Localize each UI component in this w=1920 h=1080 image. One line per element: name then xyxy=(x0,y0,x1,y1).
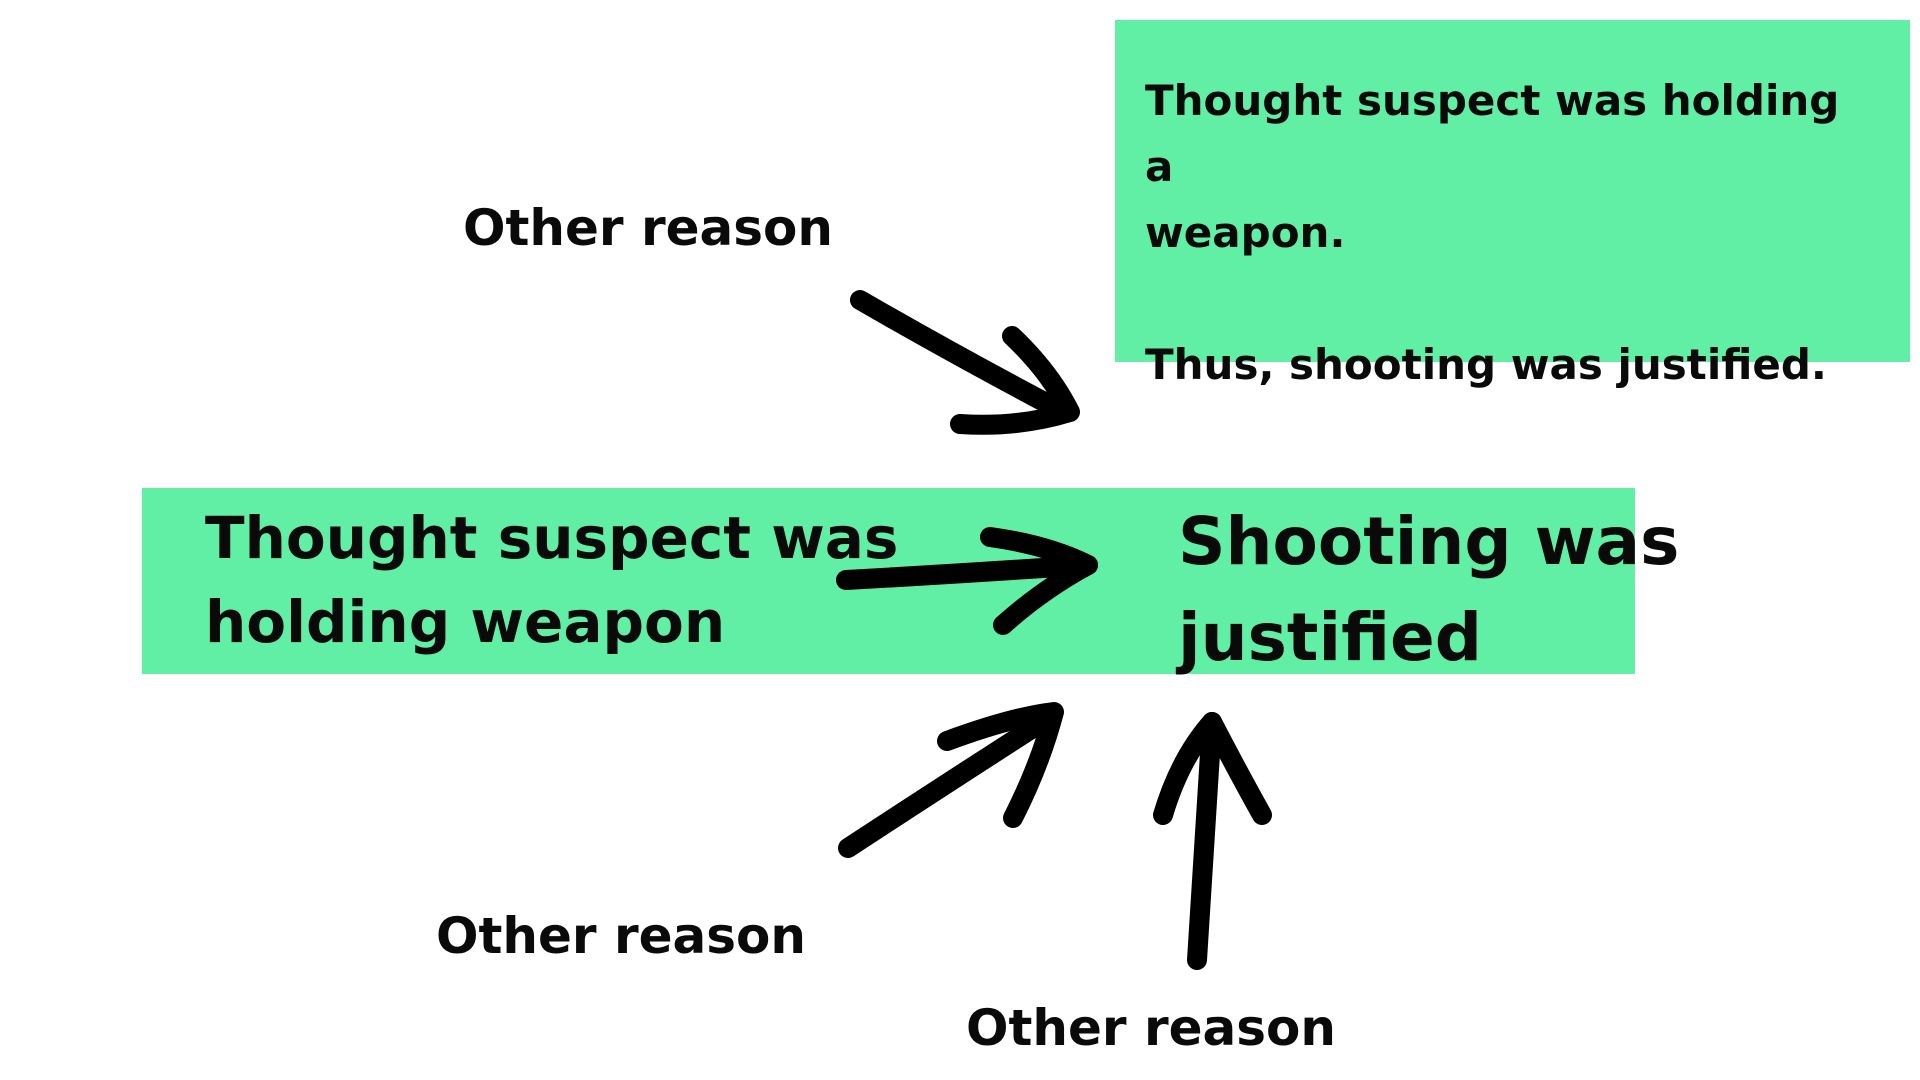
arrow-head xyxy=(950,326,1080,435)
arrow-from-premise xyxy=(836,527,1098,635)
arrow-shaft xyxy=(1187,712,1222,970)
arrow-shaft xyxy=(836,555,1098,590)
explanation-line-3: Thus, shooting was justified. xyxy=(1145,340,1827,389)
premise-line-2: holding weapon xyxy=(205,588,726,656)
conclusion-line-2: justified xyxy=(1178,599,1482,676)
explanation-box: Thought suspect was holding a weapon. Th… xyxy=(1115,20,1910,389)
explanation-line-2: weapon. xyxy=(1145,208,1346,257)
premise-node: Thought suspect was holding weapon xyxy=(205,496,898,664)
conclusion-line-1: Shooting was xyxy=(1178,503,1680,580)
other-reason-lower-left: Other reason xyxy=(436,907,806,965)
arrow-shaft xyxy=(850,290,1060,415)
arrow-head xyxy=(937,702,1064,828)
arrow-shaft xyxy=(838,707,1060,858)
arrow-head xyxy=(1153,712,1272,825)
other-reason-bottom: Other reason xyxy=(966,999,1336,1057)
other-reason-top: Other reason xyxy=(463,199,833,257)
conclusion-node: Shooting was justified xyxy=(1178,494,1679,686)
arrow-head xyxy=(980,527,1098,635)
explanation-line-1: Thought suspect was holding a xyxy=(1145,76,1840,191)
arrow-from-lower-left-reason xyxy=(838,702,1064,858)
arrow-from-bottom-reason xyxy=(1153,712,1272,970)
premise-line-1: Thought suspect was xyxy=(205,504,899,572)
arrow-from-top-reason xyxy=(850,290,1080,435)
